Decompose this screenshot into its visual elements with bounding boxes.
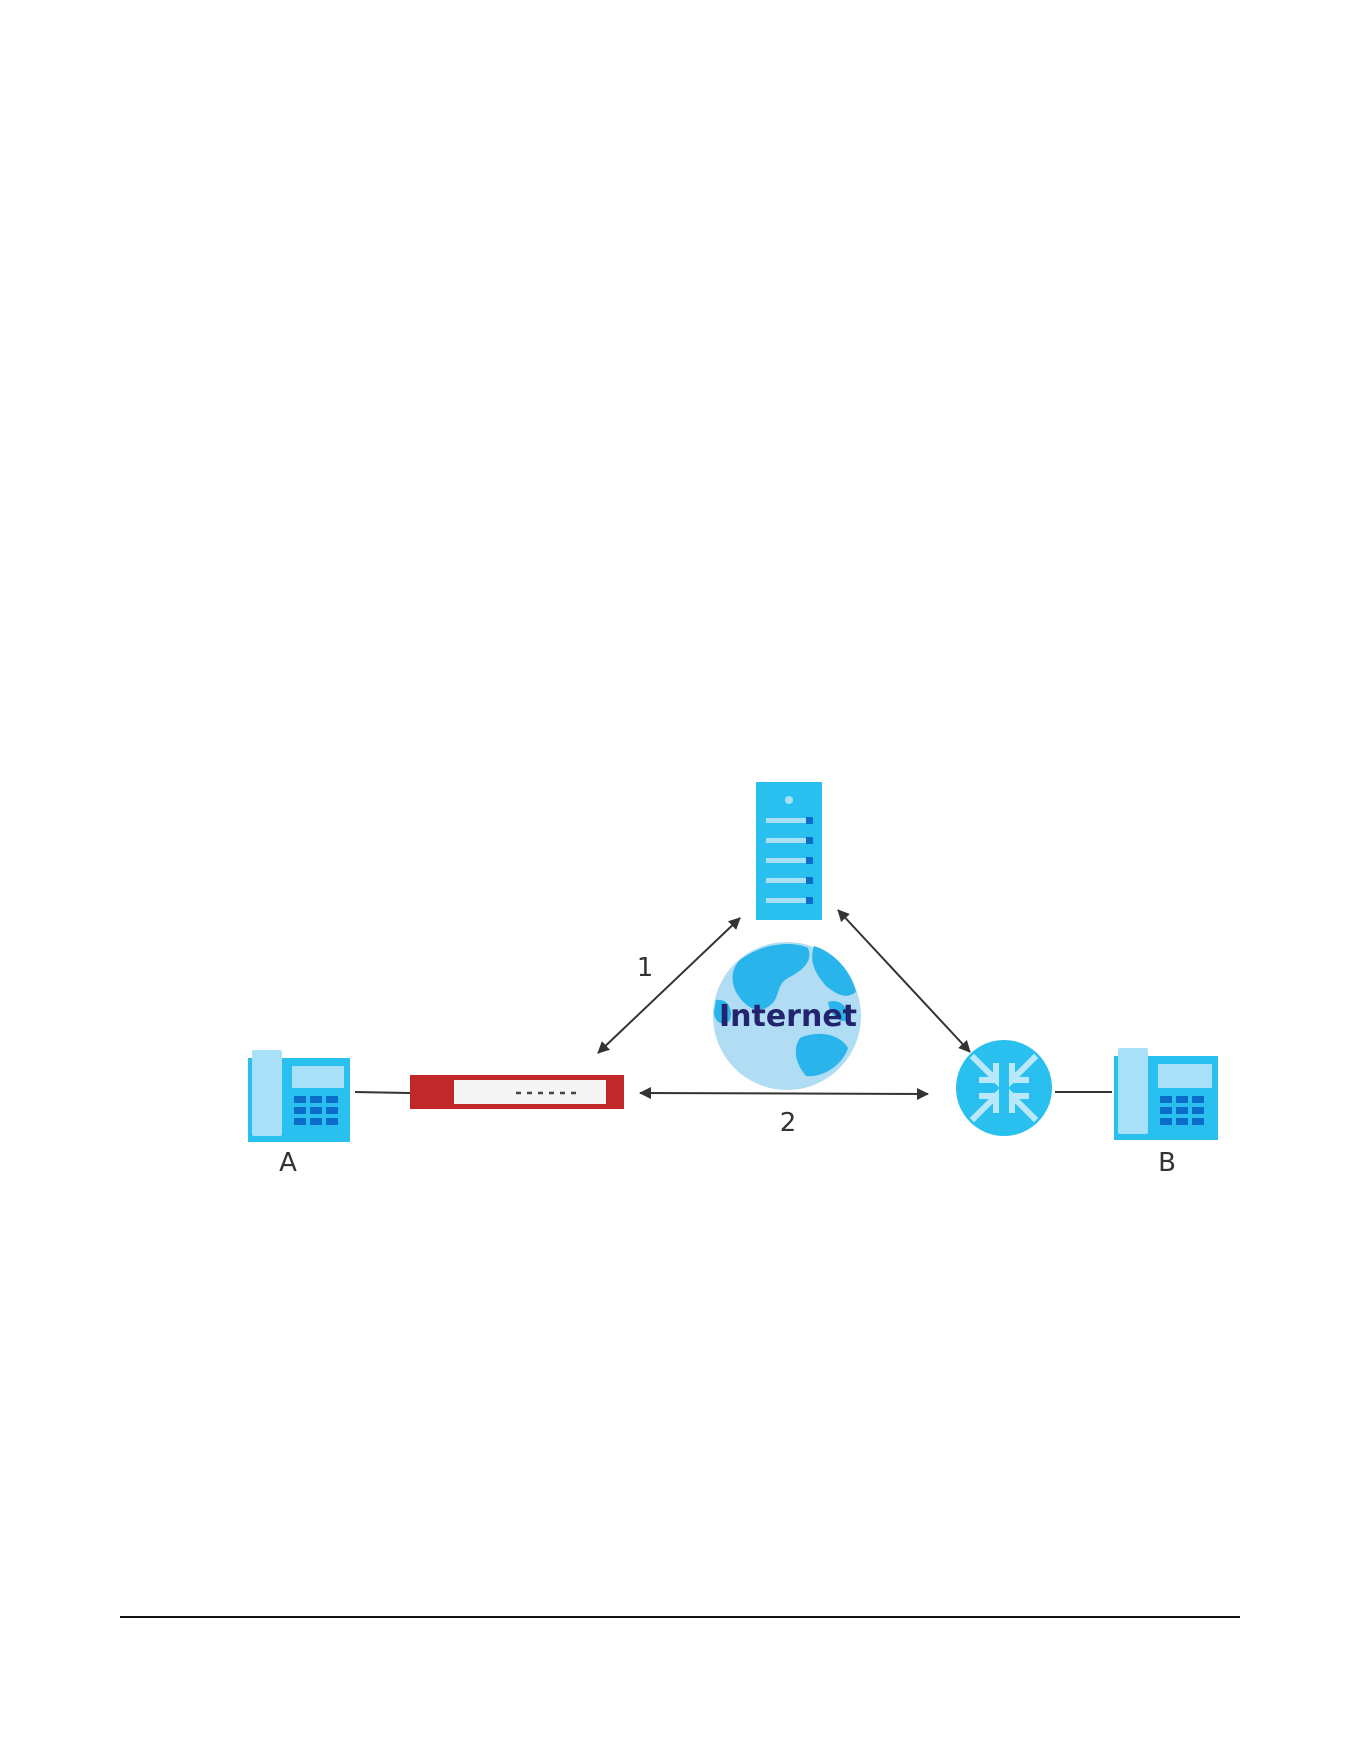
internet-label: Internet [719,999,857,1034]
router-icon [956,1040,1052,1136]
phone-a-label: A [279,1148,297,1178]
desk-phone-icon [248,1050,350,1142]
connector-phone-a-firewall [355,1092,410,1093]
arrow-2-firewall-router [640,1093,928,1094]
arrow-2-label: 2 [780,1108,797,1138]
desk-phone-icon [1114,1048,1218,1140]
phone-b-label: B [1158,1148,1176,1178]
footer-rule [120,1616,1240,1618]
sip-server-icon [756,782,822,920]
arrow-1-label: 1 [637,953,654,983]
firewall-device-icon [410,1075,624,1109]
